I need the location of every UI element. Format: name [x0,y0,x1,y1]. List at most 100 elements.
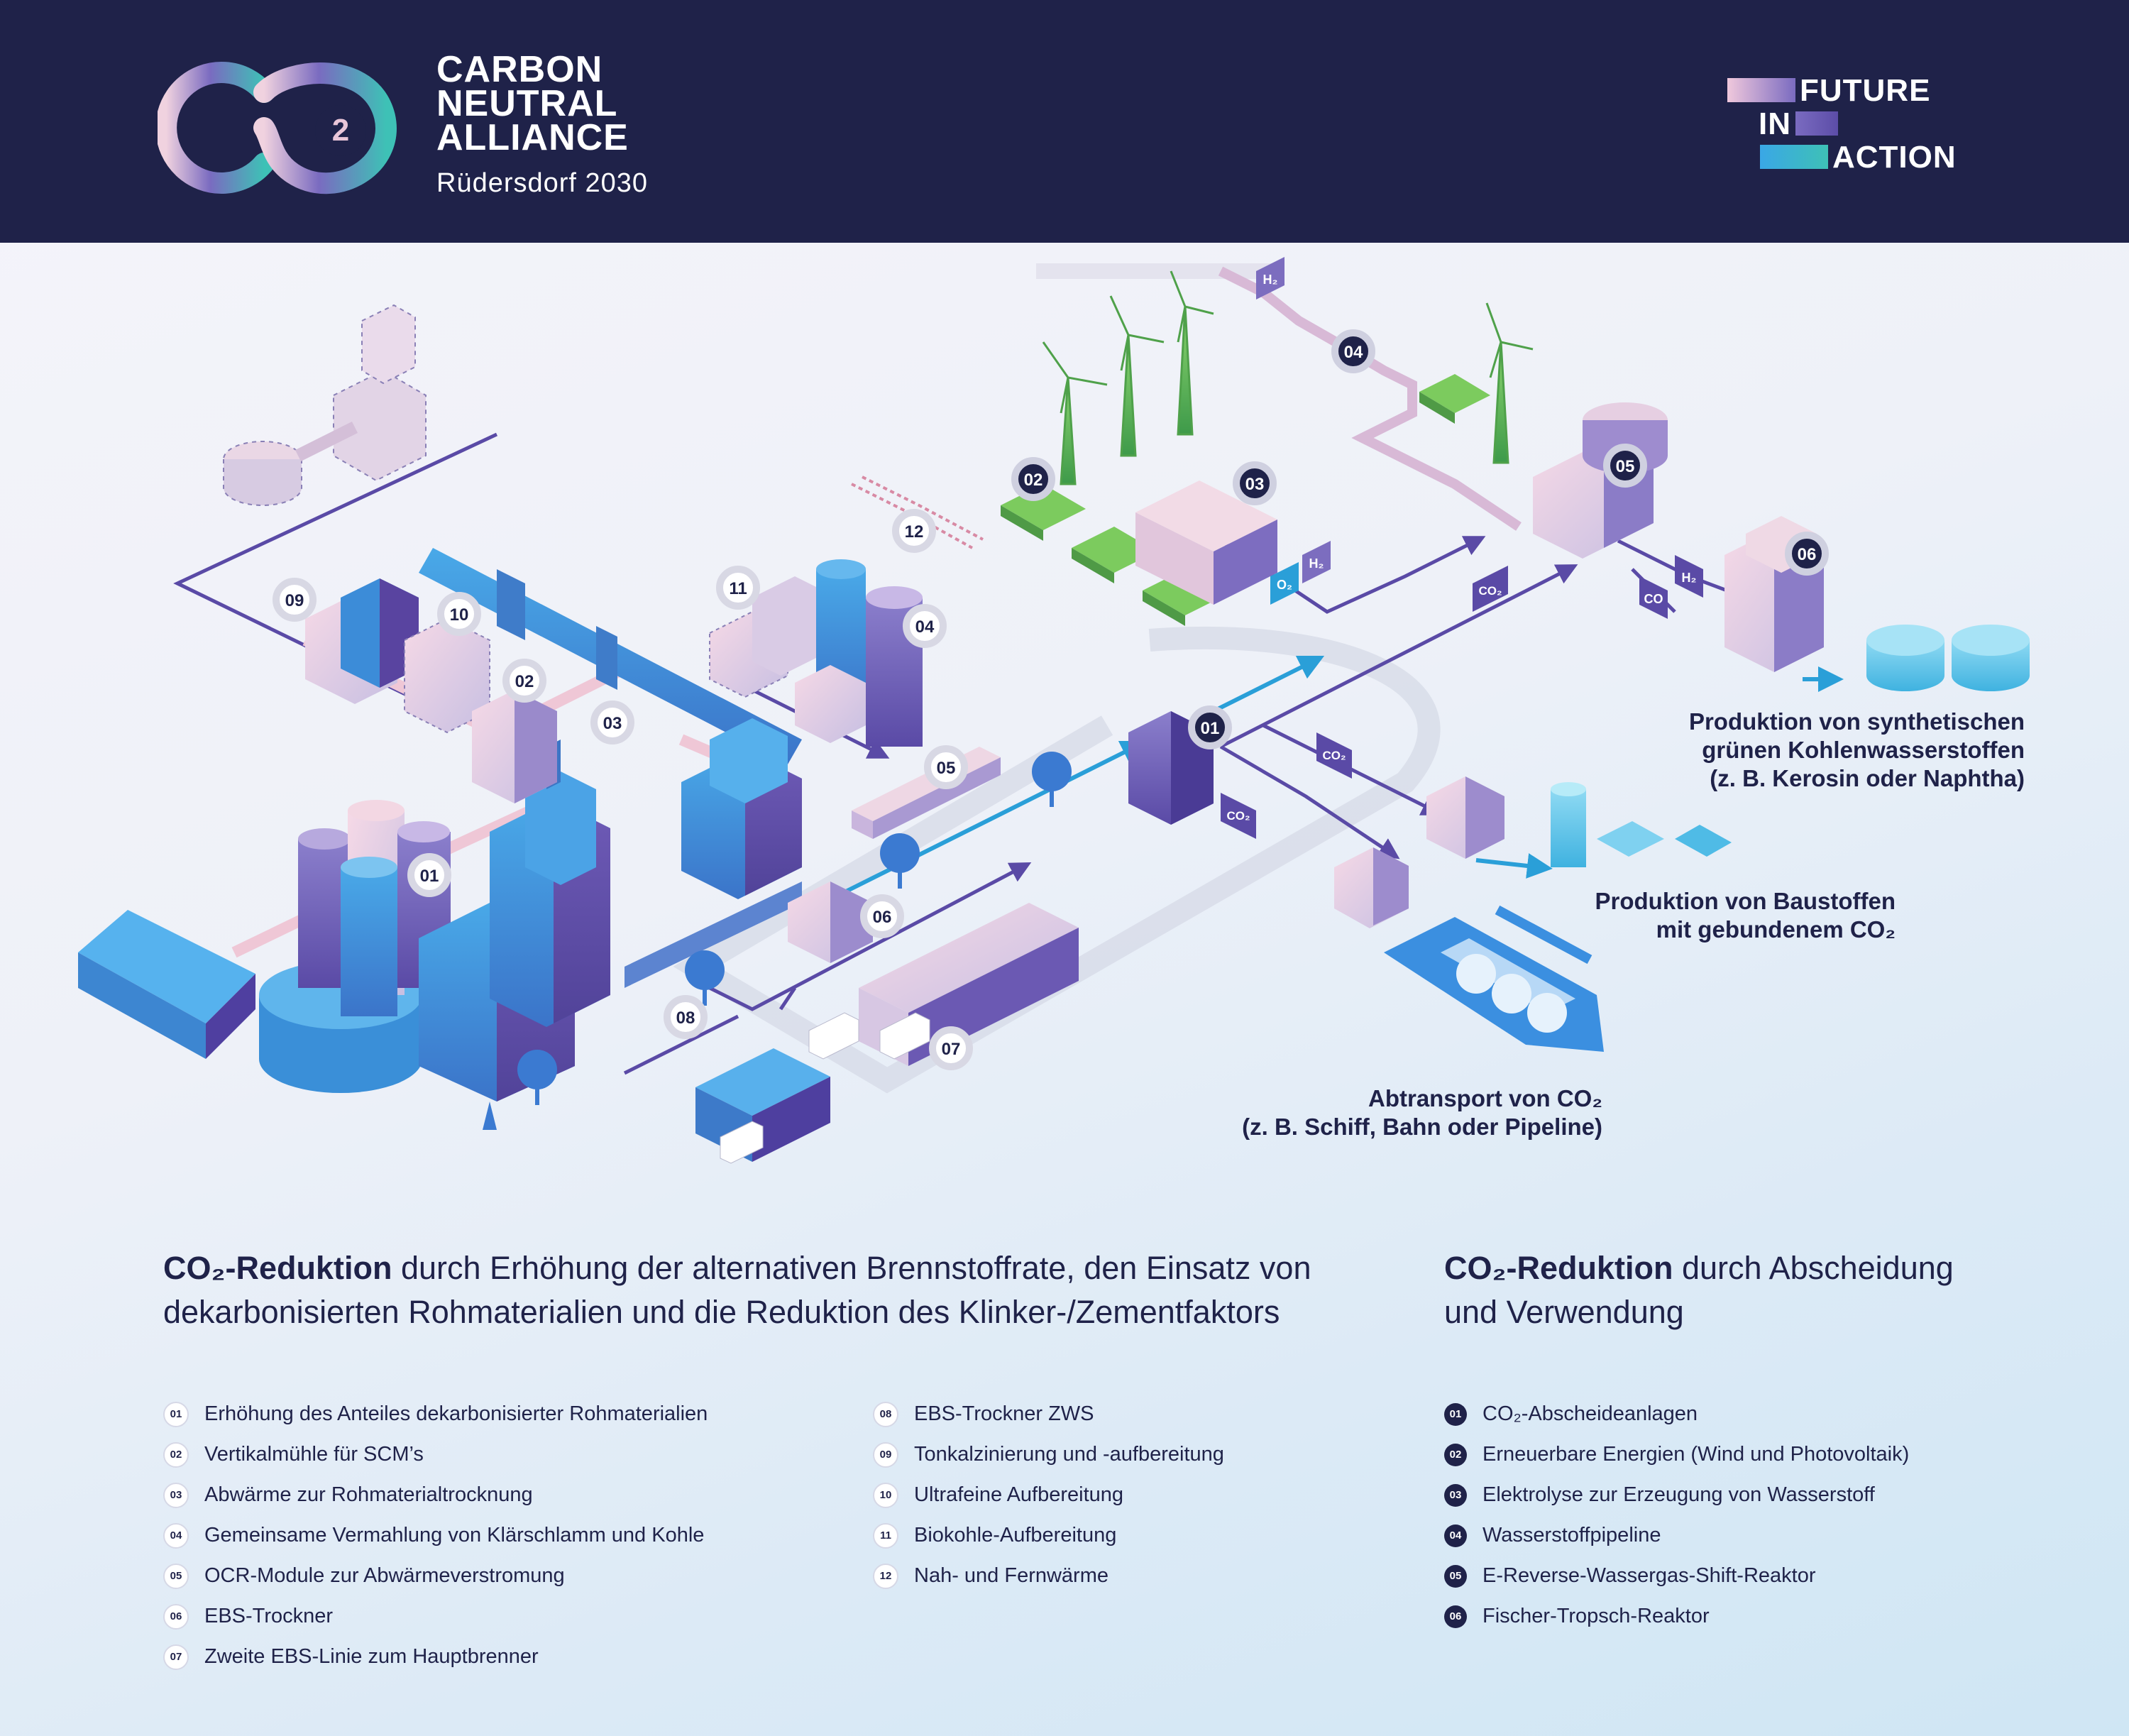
plant-badge-08: 08 [664,995,708,1039]
plant-badge-01: 01 [407,853,451,897]
hydrogen-pipeline [1218,266,1522,531]
legend-label: EBS-Trockner [204,1605,334,1627]
legend-number: 03 [163,1482,189,1508]
storage-hall-left [78,910,255,1059]
legend-label: OCR-Module zur Abwärmeverstromung [204,1564,565,1587]
svg-text:03: 03 [1245,475,1265,494]
gas-labels: H₂ H₂ O₂ CO₂ CO H₂ CO₂ CO₂ [1221,257,1703,839]
svg-text:10: 10 [450,605,469,625]
plant-badges: 01 02 03 04 05 06 07 08 09 10 11 12 [273,509,973,1070]
callout-building-line-1: Produktion von Baustoffen [1595,888,1896,914]
callout-transport-line-1: Abtransport von CO₂ [1368,1085,1602,1111]
svg-text:02: 02 [1024,471,1043,490]
svg-text:05: 05 [937,759,956,778]
callout-synthetic-line-1: Produktion von synthetischen [1688,708,2025,735]
svg-text:01: 01 [1201,719,1220,738]
ccus-badge-03: 03 [1233,461,1277,505]
legend-number: 05 [163,1563,189,1589]
logo-bar-3 [1760,145,1828,169]
co2-label-2: CO₂ [1316,732,1352,779]
ebs-dryer [788,881,873,963]
right-section-title: CO₂-Reduktion durch Abscheidung und Verw… [1444,1246,2012,1334]
legend-item: 01 CO₂-Abscheideanlagen [1444,1394,2083,1434]
svg-text:CO₂: CO₂ [1478,584,1502,598]
svg-text:07: 07 [942,1040,961,1059]
svg-text:H₂: H₂ [1682,571,1697,585]
legend-item: 05 OCR-Module zur Abwärmeverstromung [163,1556,788,1596]
co2-transport [1334,847,1604,1052]
callout-synthetic-line-3: (z. B. Kerosin oder Naphtha) [1710,765,2025,791]
svg-text:O₂: O₂ [1277,578,1292,592]
legend-number: 09 [873,1441,898,1468]
svg-text:09: 09 [285,591,304,610]
svg-text:04: 04 [915,617,935,637]
plant-badge-05: 05 [924,745,968,789]
legend-label: Fischer-Tropsch-Reaktor [1482,1605,1710,1627]
preheater-tower [419,718,802,1102]
co2-label-3: CO₂ [1221,793,1256,839]
callout-co2-transport: Abtransport von CO₂ (z. B. Schiff, Bahn … [1242,1084,1602,1141]
legend-number: 01 [1444,1402,1467,1426]
callout-synthetic-hydrocarbons: Produktion von synthetischen grünen Kohl… [1689,708,2025,793]
legend-number: 02 [1444,1443,1467,1466]
brand-line-1: CARBON [436,49,603,90]
legend-label: Vertikalmühle für SCM’s [204,1443,424,1466]
left-title-rest: durch Erhöhung der alternativen Brennsto… [163,1250,1311,1330]
legend-number: 06 [1444,1605,1467,1628]
product-tanks [1866,625,2030,691]
svg-text:CO₂: CO₂ [1322,749,1346,762]
legend-number: 12 [873,1563,898,1589]
legend-label: Erneuerbare Energien (Wind und Photovolt… [1482,1443,1910,1466]
callout-transport-line-2: (z. B. Schiff, Bahn oder Pipeline) [1242,1114,1602,1140]
plant-badge-02: 02 [502,659,546,703]
industrial-diagram: H₂ H₂ O₂ CO₂ CO H₂ CO₂ CO₂ 01 02 03 04 0… [78,257,2030,1164]
svg-text:04: 04 [1344,343,1363,362]
building-material-plant [1426,776,1732,867]
legend-item: 02 Vertikalmühle für SCM’s [163,1434,788,1475]
legend-number: 08 [873,1401,898,1427]
legend-label: Ultrafeine Aufbereitung [914,1483,1124,1506]
electrolysis-plant [1135,480,1277,605]
plant-badge-03: 03 [590,701,634,745]
legend-label: Wasserstoffpipeline [1482,1524,1661,1547]
plant-badge-10: 10 [437,592,481,636]
plant-badge-12: 12 [892,509,936,553]
legend-label: Abwärme zur Rohmaterialtrocknung [204,1483,533,1506]
callout-building-materials: Produktion von Baustoffen mit gebundenem… [1595,887,1896,944]
legend-item: 09 Tonkalzinierung und -aufbereitung [873,1434,1370,1475]
trees [483,752,1072,1130]
logo-bar-2 [1795,111,1838,136]
svg-text:11: 11 [729,579,747,598]
delivery-trucks [720,1012,930,1164]
legend-number: 02 [163,1441,189,1468]
legend-number: 11 [873,1522,898,1549]
left-section-title: CO₂-Reduktion durch Erhöhung der alterna… [163,1246,1370,1334]
svg-text:05: 05 [1616,457,1635,476]
brand-line-3: ALLIANCE [436,117,629,158]
legend-item: 12 Nah- und Fernwärme [873,1556,1370,1596]
legend-label: Tonkalzinierung und -aufbereitung [914,1443,1224,1466]
mill-buildings [305,559,923,803]
plant-badge-06: 06 [860,894,904,938]
legend-label: CO₂-Abscheideanlagen [1482,1402,1698,1425]
brand-wordmark: CARBON NEUTRAL ALLIANCE Rüdersdorf 2030 [436,49,648,200]
legend-number: 05 [1444,1564,1467,1588]
co2-logo-icon: 2 [158,62,397,194]
logo-bar-1 [1727,78,1795,102]
legend-label: Nah- und Fernwärme [914,1564,1108,1587]
legend-item: 06 Fischer-Tropsch-Reaktor [1444,1596,2083,1637]
h2-label-1: H₂ [1256,257,1284,300]
purple-pipelines [173,432,1746,1075]
ccus-badge-06: 06 [1785,532,1829,576]
legend-label: E-Reverse-Wassergas-Shift-Reaktor [1482,1564,1816,1587]
legend-item: 02 Erneuerbare Energien (Wind und Photovo… [1444,1434,2083,1475]
svg-text:H₂: H₂ [1263,273,1278,287]
svg-text:06: 06 [873,908,892,927]
kiln-conveyor [419,548,802,988]
svg-text:12: 12 [905,522,924,542]
